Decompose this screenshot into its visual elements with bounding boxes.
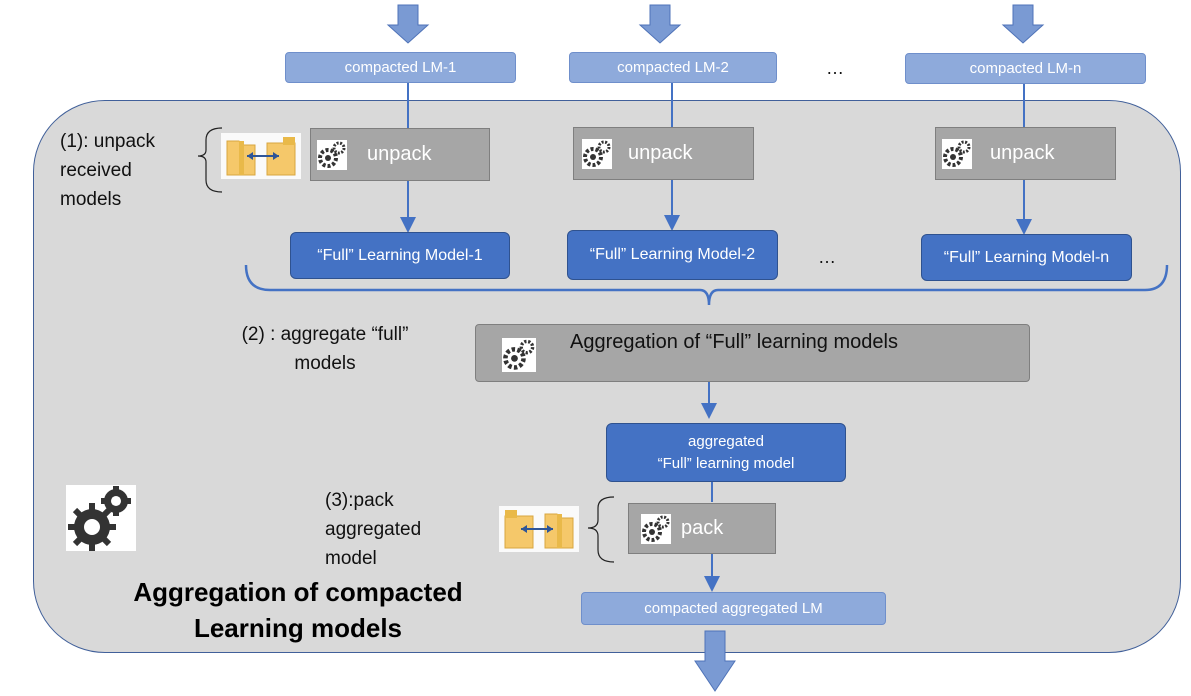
main-title: Aggregation of compacted Learning models xyxy=(133,577,463,643)
unpack-box-1: unpack xyxy=(310,128,490,181)
gear-icon xyxy=(317,139,347,170)
group-brace xyxy=(244,264,1169,306)
gear-icon xyxy=(942,138,972,169)
folder-zip-icon xyxy=(499,506,579,552)
down-arrow-icon xyxy=(386,4,430,44)
full-model-n: “Full” Learning Model-n xyxy=(921,234,1132,281)
aggregated-full-model: aggregated “Full” learning model xyxy=(606,423,846,482)
down-arrow-icon xyxy=(638,4,682,44)
gears-icon xyxy=(66,485,136,551)
input-compacted-lm-2: compacted LM-2 xyxy=(569,52,777,83)
input-compacted-lm-n: compacted LM-n xyxy=(905,53,1146,84)
aggregation-box: Aggregation of “Full” learning models xyxy=(475,324,1030,382)
down-arrow-icon xyxy=(694,630,736,692)
input-compacted-lm-1: compacted LM-1 xyxy=(285,52,516,83)
gear-icon xyxy=(582,138,612,169)
ellipsis-mid: … xyxy=(818,247,836,267)
full-model-1: “Full” Learning Model-1 xyxy=(290,232,510,279)
ellipsis-top: … xyxy=(826,58,844,78)
unpack-box-2: unpack xyxy=(573,127,754,180)
gear-icon xyxy=(502,338,536,372)
output-compacted-aggregated-lm: compacted aggregated LM xyxy=(581,592,886,625)
pack-box: pack xyxy=(628,503,776,554)
folder-zip-icon xyxy=(221,133,301,179)
unpack-box-n: unpack xyxy=(935,127,1116,180)
down-arrow-icon xyxy=(1001,4,1045,44)
full-model-2: “Full” Learning Model-2 xyxy=(567,230,778,280)
step2-label: (2) : aggregate “full”models xyxy=(241,324,409,374)
gear-icon xyxy=(641,513,671,544)
